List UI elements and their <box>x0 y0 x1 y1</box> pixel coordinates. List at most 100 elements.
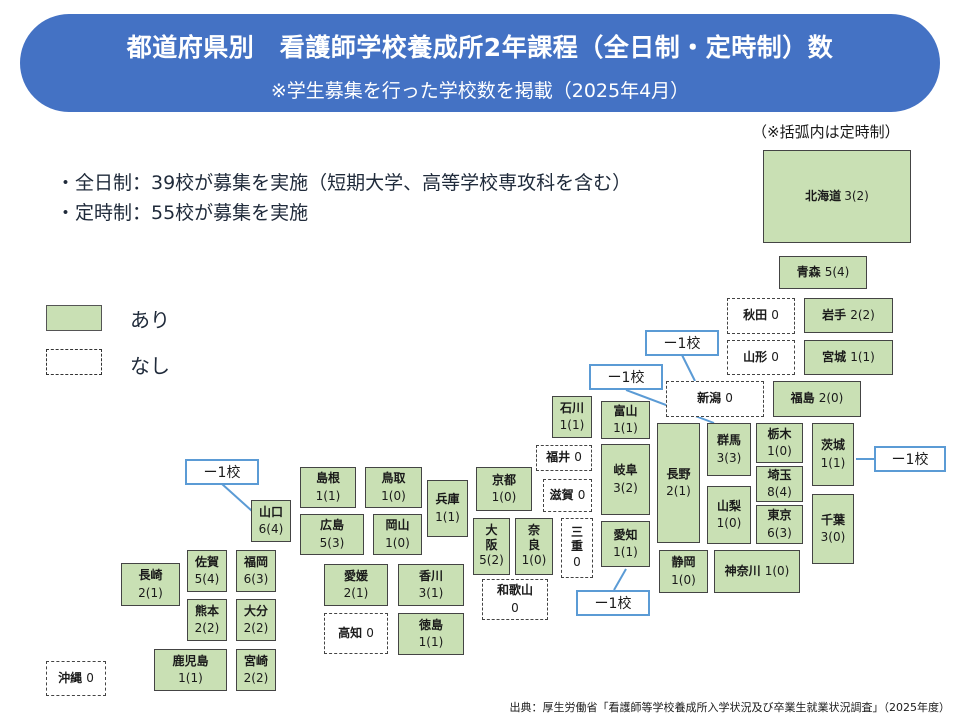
pref-kochi-name: 高知 <box>338 625 363 640</box>
pref-kagoshima: 鹿児島 1(1) <box>154 649 227 691</box>
pref-hiroshima-count: 5(3) <box>319 535 345 550</box>
pref-kumamoto-count: 2(2) <box>194 621 220 635</box>
pref-tottori-name: 鳥取 <box>381 471 406 486</box>
pref-okinawa-name: 沖縄 <box>58 670 83 685</box>
pref-kyoto-count: 1(0) <box>491 490 517 504</box>
pref-tokyo: 東京 6(3) <box>756 505 803 544</box>
pref-aichi-count: 1(1) <box>613 545 638 559</box>
pref-toyama-name: 富山 <box>613 403 638 418</box>
pref-miyazaki-name: 宮崎 <box>243 653 268 668</box>
callout-yamaguchi: ー1校 <box>185 459 259 485</box>
pref-nagasaki-count: 2(1) <box>138 585 163 600</box>
pref-saitama: 埼玉 8(4) <box>756 466 803 502</box>
legend-present-label: あり <box>130 308 170 332</box>
pref-yamanashi-name: 山梨 <box>716 498 741 513</box>
pref-kagawa: 香川 3(1) <box>398 564 464 606</box>
pref-ehime-count: 2(1) <box>343 586 369 600</box>
pref-aomori-count: 5(4) <box>824 264 850 279</box>
pref-mie-count: 0 <box>573 554 581 569</box>
page-title: 都道府県別 看護師学校養成所2年課程（全日制・定時制）数 <box>126 33 834 62</box>
pref-kagawa-name: 香川 <box>418 568 443 583</box>
pref-toyama-count: 1(1) <box>613 421 638 435</box>
pref-wakayama-name: 和歌山 <box>496 583 533 598</box>
pref-hyogo-name: 兵庫 <box>435 492 460 507</box>
pref-kyoto-name: 京都 <box>491 472 516 487</box>
pref-saitama-count: 8(4) <box>767 485 792 499</box>
pref-fukuoka-name: 福岡 <box>243 554 268 569</box>
pref-kagoshima-count: 1(1) <box>178 671 203 685</box>
pref-okayama-name: 岡山 <box>385 518 410 533</box>
pref-wakayama-count: 0 <box>511 600 519 615</box>
pref-gunma-name: 群馬 <box>716 433 741 448</box>
pref-yamaguchi-name: 山口 <box>258 504 283 519</box>
pref-chiba-count: 3(0) <box>820 530 846 544</box>
pref-nagasaki-name: 長崎 <box>138 568 163 583</box>
pref-oita-name: 大分 <box>243 603 268 618</box>
pref-saga-name: 佐賀 <box>194 554 219 569</box>
pref-tochigi-count: 1(0) <box>767 444 792 458</box>
pref-hiroshima: 広島 5(3) <box>300 514 364 555</box>
pref-yamanashi-count: 1(0) <box>716 516 742 530</box>
pref-toyama: 富山 1(1) <box>601 401 650 439</box>
callout-niigata: ー1校 <box>645 330 719 356</box>
pref-shizuoka-name: 静岡 <box>671 555 696 570</box>
pref-tokyo-count: 6(3) <box>767 525 792 540</box>
pref-nagano-name: 長野 <box>666 466 691 481</box>
pref-wakayama: 和歌山 0 <box>482 579 548 620</box>
pref-osaka-name: 大 阪 <box>485 523 498 552</box>
pref-tokushima-count: 1(1) <box>418 635 444 649</box>
pref-gunma-count: 3(3) <box>716 450 742 465</box>
pref-nara-count: 1(0) <box>521 553 547 568</box>
pref-fukui-name: 福井 <box>546 450 571 465</box>
parenthesis-note: （※括弧内は定時制） <box>752 123 900 141</box>
bullet-fulltime: ・全日制：39校が募集を実施（短期大学、高等学校専攻科を含む） <box>56 172 632 194</box>
pref-nagasaki: 長崎 2(1) <box>121 563 180 606</box>
pref-shizuoka: 静岡 1(0) <box>659 550 708 593</box>
pref-okayama-count: 1(0) <box>385 535 410 550</box>
pref-shimane-name: 島根 <box>315 471 340 486</box>
pref-fukushima-name: 福島 <box>790 391 815 406</box>
pref-kagawa-count: 3(1) <box>418 586 444 600</box>
pref-shimane-count: 1(1) <box>315 488 341 503</box>
pref-kyoto: 京都 1(0) <box>476 467 532 511</box>
pref-gifu-count: 3(2) <box>613 480 638 495</box>
pref-kanagawa-count: 1(0) <box>764 563 790 578</box>
pref-tokyo-name: 東京 <box>767 508 792 523</box>
pref-miyagi-count: 1(1) <box>850 349 875 364</box>
pref-nagano-count: 2(1) <box>666 484 691 498</box>
bullet-parttime: ・定時制：55校が募集を実施 <box>56 202 309 224</box>
callout-gunma: ー1校 <box>589 364 663 390</box>
pref-akita-name: 秋田 <box>743 308 768 323</box>
legend-absent-swatch <box>46 349 102 375</box>
pref-saitama-name: 埼玉 <box>767 467 792 482</box>
pref-miyazaki: 宮崎 2(2) <box>236 649 276 691</box>
pref-kagoshima-name: 鹿児島 <box>172 653 209 668</box>
pref-mie-name: 三 重 <box>570 524 583 554</box>
pref-aichi-name: 愛知 <box>613 527 638 542</box>
title-banner: 都道府県別 看護師学校養成所2年課程（全日制・定時制）数 ※学生募集を行った学校… <box>20 14 940 112</box>
callout-ibaraki: ー1校 <box>874 446 946 472</box>
pref-fukui-count: 0 <box>574 450 582 465</box>
callout-aichi: ー1校 <box>576 590 650 616</box>
pref-hiroshima-name: 広島 <box>319 518 344 533</box>
pref-shizuoka-count: 1(0) <box>671 572 696 587</box>
pref-oita-count: 2(2) <box>243 621 269 635</box>
pref-okinawa-count: 0 <box>86 670 94 685</box>
pref-miyazaki-count: 2(2) <box>243 671 269 685</box>
